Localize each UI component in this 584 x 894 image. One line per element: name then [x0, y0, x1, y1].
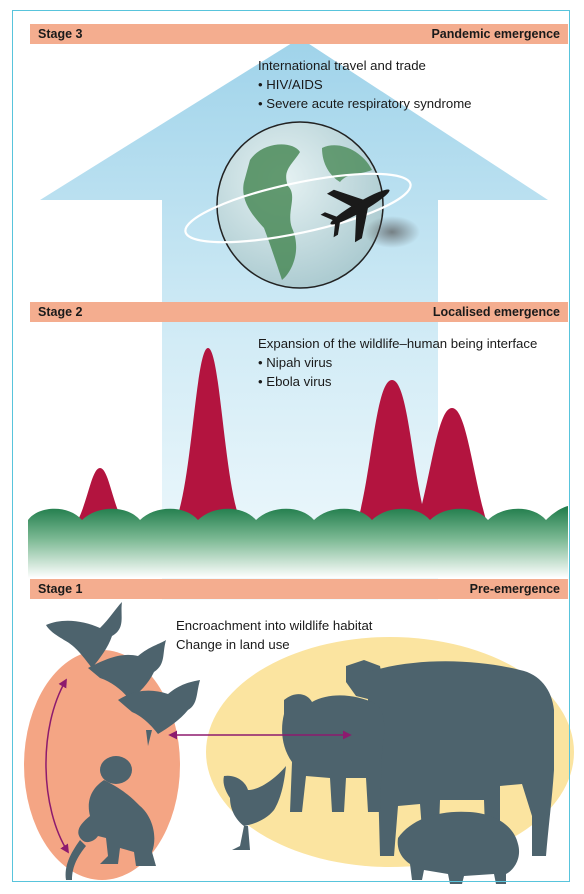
stage-3-title: Pandemic emergence [431, 27, 560, 41]
ground-hills [28, 506, 568, 578]
bat-icon [46, 602, 200, 746]
emergence-peaks [78, 348, 486, 520]
airplane-shadow [364, 216, 420, 248]
cow-icon [346, 660, 554, 856]
stage-1-label: Stage 1 [38, 582, 83, 596]
stage-2-title: Localised emergence [432, 305, 560, 319]
stage-2-description: Expansion of the wildlife–human being in… [258, 334, 537, 391]
stage-2-heading: Expansion of the wildlife–human being in… [258, 336, 538, 351]
airplane-icon [320, 189, 390, 243]
wildlife-transmission-arrow [45, 678, 69, 854]
stage-2-item: • Nipah virus [258, 355, 333, 370]
peak [418, 408, 486, 520]
peak [176, 348, 240, 520]
stage-3-banner: Stage 3 Pandemic emergence [30, 24, 568, 44]
stage-1-title: Pre-emergence [469, 582, 560, 596]
stage-3-item: • Severe acute respiratory syndrome [258, 96, 472, 111]
stage-1-item: Change in land use [176, 637, 290, 652]
stage-1-description: Encroachment into wildlife habitat Chang… [176, 616, 372, 654]
stage-3-description: International travel and trade • HIV/AID… [258, 56, 472, 113]
peak [358, 380, 426, 520]
stage-1-heading: Encroachment into wildlife habitat [176, 618, 373, 633]
stage-1-banner: Stage 1 Pre-emergence [30, 579, 568, 599]
pig-icon [397, 811, 520, 884]
stage-3-heading: International travel and trade [258, 58, 426, 73]
stage-3-label: Stage 3 [38, 27, 83, 41]
stage-3-item: • HIV/AIDS [258, 77, 323, 92]
stage-2-label: Stage 2 [38, 305, 83, 319]
stage-2-banner: Stage 2 Localised emergence [30, 302, 568, 322]
monkey-icon [65, 756, 156, 880]
figure-frame [12, 10, 570, 882]
globe-icon [184, 121, 412, 289]
rooster-icon [223, 766, 286, 850]
sheep-icon [282, 694, 385, 812]
peak [78, 468, 122, 520]
stage-2-item: • Ebola virus [258, 374, 332, 389]
